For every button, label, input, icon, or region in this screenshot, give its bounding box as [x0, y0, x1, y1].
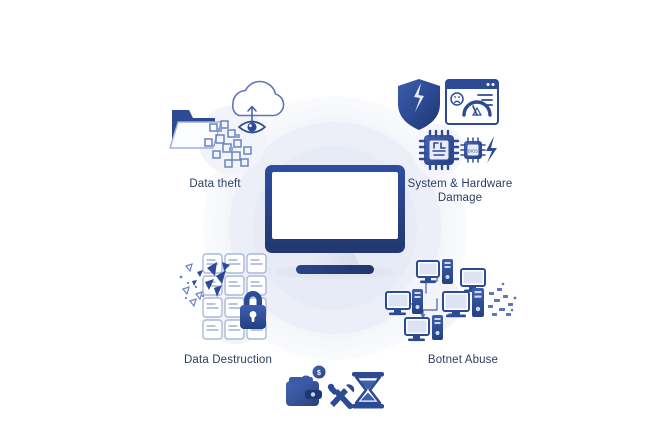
data-fragments-icon [204, 120, 252, 168]
label-botnet-abuse: Botnet Abuse [427, 354, 499, 366]
data-fragments-filled [218, 128, 240, 151]
computer-node-topright [460, 268, 486, 293]
computer-node-left [385, 289, 423, 316]
lightning-bolt-icon [486, 136, 497, 163]
bios-chip-icon: BIOS [460, 137, 486, 163]
folder-front-sheet [169, 121, 222, 149]
cpu-chip-icon [418, 129, 460, 171]
browser-titlebar [446, 80, 498, 89]
shattered-files-icon [192, 262, 230, 297]
wallet-coins-icon: $ $ [286, 365, 326, 406]
browser-dot-1 [486, 83, 490, 86]
warning-triangle-icon [471, 106, 483, 116]
eye-highlight [249, 124, 252, 127]
monitor-base [296, 265, 374, 274]
gauge-icon [462, 100, 492, 117]
padlock-icon [240, 291, 266, 329]
computer-node-top [416, 259, 453, 284]
browser-dot-2 [491, 83, 495, 86]
browser-text-lines [477, 94, 493, 106]
svg-text:BIOS: BIOS [468, 148, 478, 153]
shattered-files-specks [179, 275, 205, 300]
shattered-files-outline [181, 263, 203, 308]
computer-node-center [442, 288, 484, 318]
shield-crack [414, 83, 424, 112]
label-data-destruction: Data Destruction [183, 354, 273, 366]
hourglass-icon [352, 372, 384, 409]
label-system-hardware-damage: System & Hardware Damage [407, 178, 513, 204]
svg-text:$: $ [317, 370, 321, 377]
data-swarm-icon [488, 282, 517, 316]
sad-face-icon [450, 92, 464, 106]
computer-node-bottom [404, 315, 443, 342]
monitor-screen [272, 172, 398, 239]
cloud-upload-icon [231, 80, 285, 117]
label-data-theft: Data theft [189, 178, 241, 190]
wrench-screwdriver-icon [327, 383, 355, 409]
